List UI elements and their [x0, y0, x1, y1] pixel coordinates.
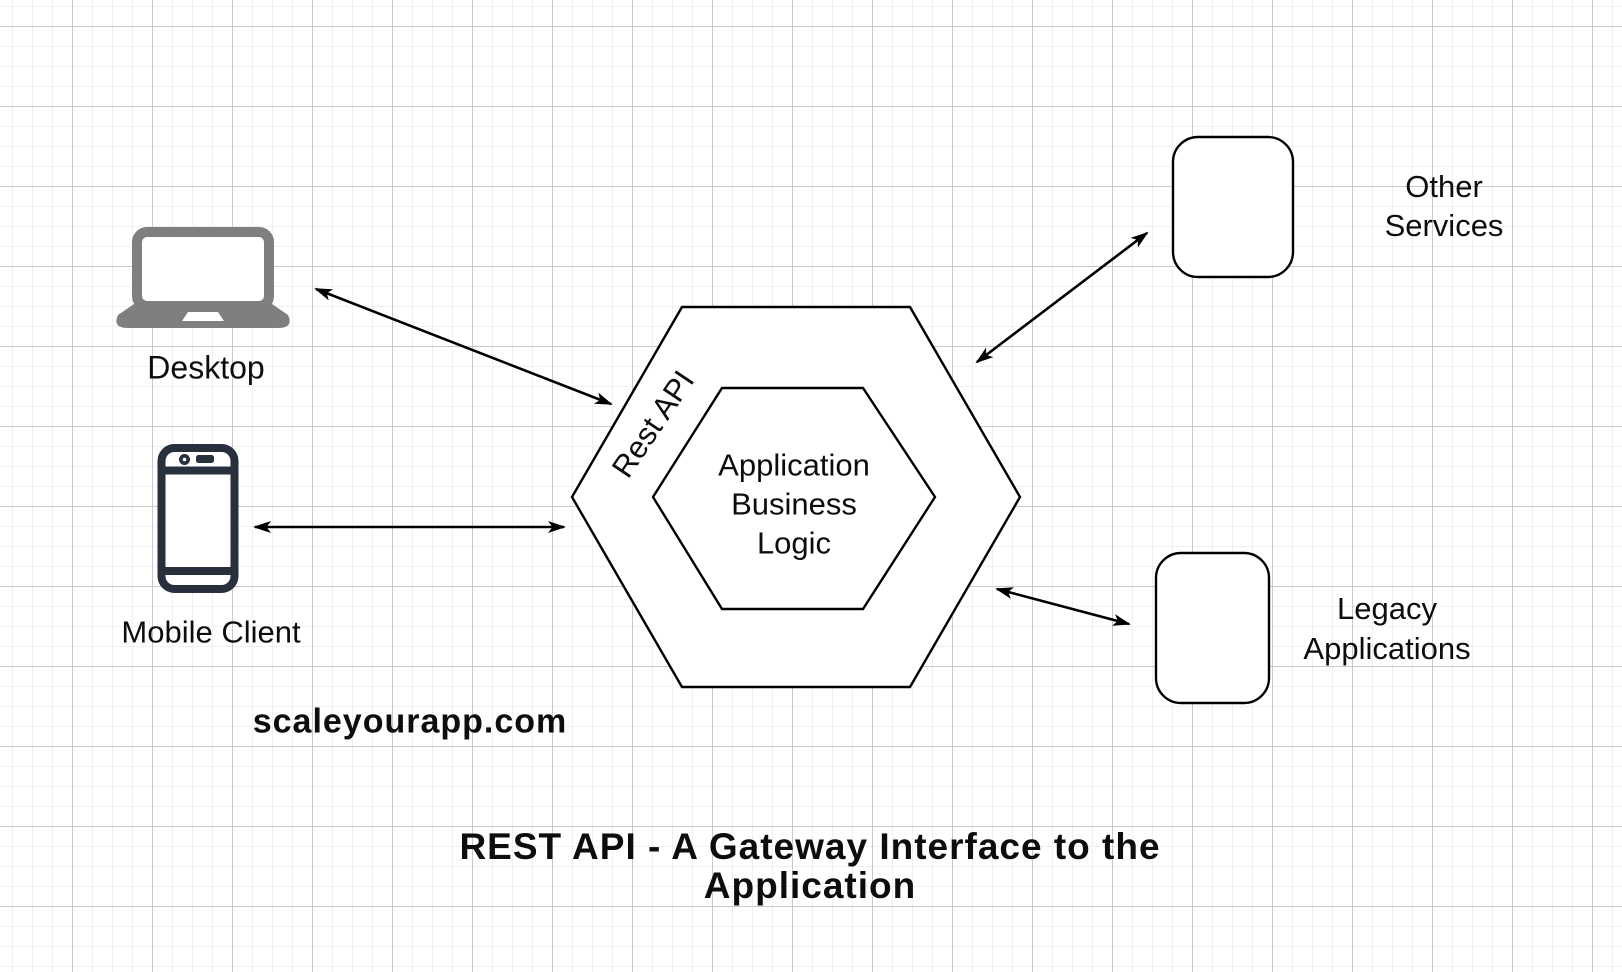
arrow-gateway-other-services [975, 231, 1149, 364]
legacy-applications-box [1154, 551, 1271, 705]
diagram-title: REST API - A Gateway Interface to the Ap… [459, 826, 1161, 906]
mobile-client-label: Mobile Client [121, 614, 301, 650]
laptop-icon [116, 227, 290, 328]
application-business-logic-label: Application Business Logic [718, 447, 870, 561]
other-services-box [1171, 135, 1295, 279]
watermark-scaleyourapp: scaleyourapp.com [252, 702, 568, 741]
business-logic-hexagon [651, 386, 937, 611]
arrow-gateway-legacy [995, 587, 1131, 626]
legacy-applications-label: Legacy Applications [1303, 591, 1471, 666]
desktop-label: Desktop [147, 349, 265, 386]
other-services-label: Other Services [1384, 169, 1504, 243]
arrow-desktop-gateway [314, 287, 613, 406]
smartphone-icon [157, 444, 239, 593]
